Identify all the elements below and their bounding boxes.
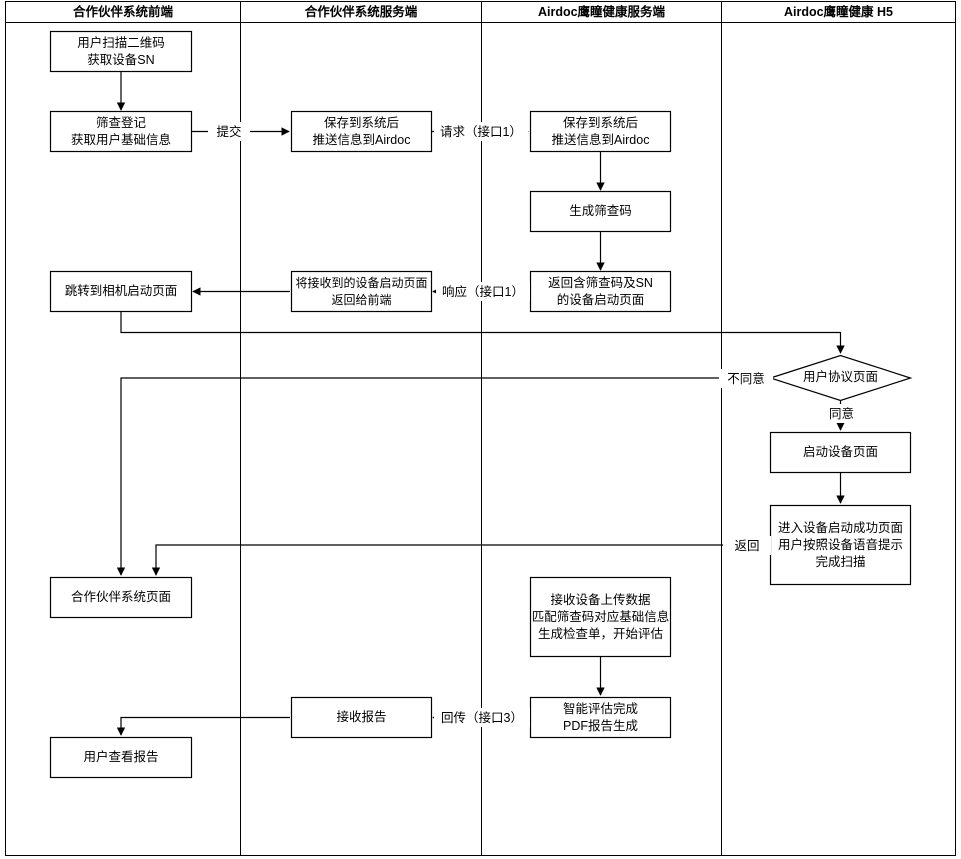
node-partner-system-page[interactable] (50, 577, 192, 618)
node-receive-upload-data[interactable] (530, 577, 671, 657)
edge-label-agree: 同意 (820, 404, 863, 423)
lane-header-label: Airdoc鹰瞳健康 H5 (783, 5, 894, 19)
node-user-agreement (768, 354, 913, 402)
node-user-view-report (49, 736, 193, 779)
edge-label-disagree: 不同意 (719, 369, 773, 388)
lane-header-partner-backend: 合作伙伴系统服务端 (241, 4, 481, 21)
node-start-device-page (769, 431, 912, 474)
node-jump-camera-page (49, 270, 193, 313)
node-screening-register[interactable] (50, 111, 192, 152)
node-user-view-report[interactable] (50, 737, 192, 778)
node-ai-eval-pdf (529, 696, 672, 739)
node-gen-screening-code[interactable] (530, 191, 671, 232)
edge-label-response-api1: 响应（接口1） (436, 282, 530, 301)
node-screening-register (49, 110, 193, 153)
edge-label-callback-api3: 回传（接口3） (434, 708, 530, 727)
lane-header-label: 合作伙伴系统服务端 (304, 5, 418, 19)
node-user-agreement[interactable] (770, 355, 911, 401)
node-return-device-page[interactable] (530, 271, 671, 312)
node-relay-device-page (290, 270, 433, 313)
node-ai-eval-pdf[interactable] (530, 697, 671, 738)
node-partner-save-push (290, 110, 433, 153)
node-partner-system-page (49, 576, 193, 619)
lane-header-label: Airdoc鹰瞳健康服务端 (537, 5, 666, 19)
node-airdoc-save-push (529, 110, 672, 153)
node-relay-device-page[interactable] (291, 271, 432, 312)
edge-label-return: 返回 (723, 536, 771, 555)
node-receive-report[interactable] (291, 697, 432, 738)
node-start-device-page[interactable] (770, 432, 911, 473)
node-partner-save-push[interactable] (291, 111, 432, 152)
edge-label-request-api1: 请求（接口1） (434, 122, 528, 141)
node-device-started-scan[interactable] (770, 505, 911, 585)
node-receive-report (290, 696, 433, 739)
node-jump-camera-page[interactable] (50, 271, 192, 312)
lane-header-partner-frontend: 合作伙伴系统前端 (6, 4, 240, 21)
node-scan-qr[interactable] (50, 31, 192, 72)
node-receive-upload-data (529, 576, 672, 658)
node-gen-screening-code (529, 190, 672, 233)
lane-header-airdoc-backend: Airdoc鹰瞳健康服务端 (482, 4, 721, 21)
node-scan-qr (49, 30, 193, 73)
node-airdoc-save-push[interactable] (530, 111, 671, 152)
node-return-device-page (529, 270, 672, 313)
node-device-started-scan (769, 504, 912, 586)
lane-header-airdoc-h5: Airdoc鹰瞳健康 H5 (722, 4, 955, 21)
lane-header-label: 合作伙伴系统前端 (72, 5, 173, 19)
edge-label-submit: 提交 (208, 122, 250, 141)
